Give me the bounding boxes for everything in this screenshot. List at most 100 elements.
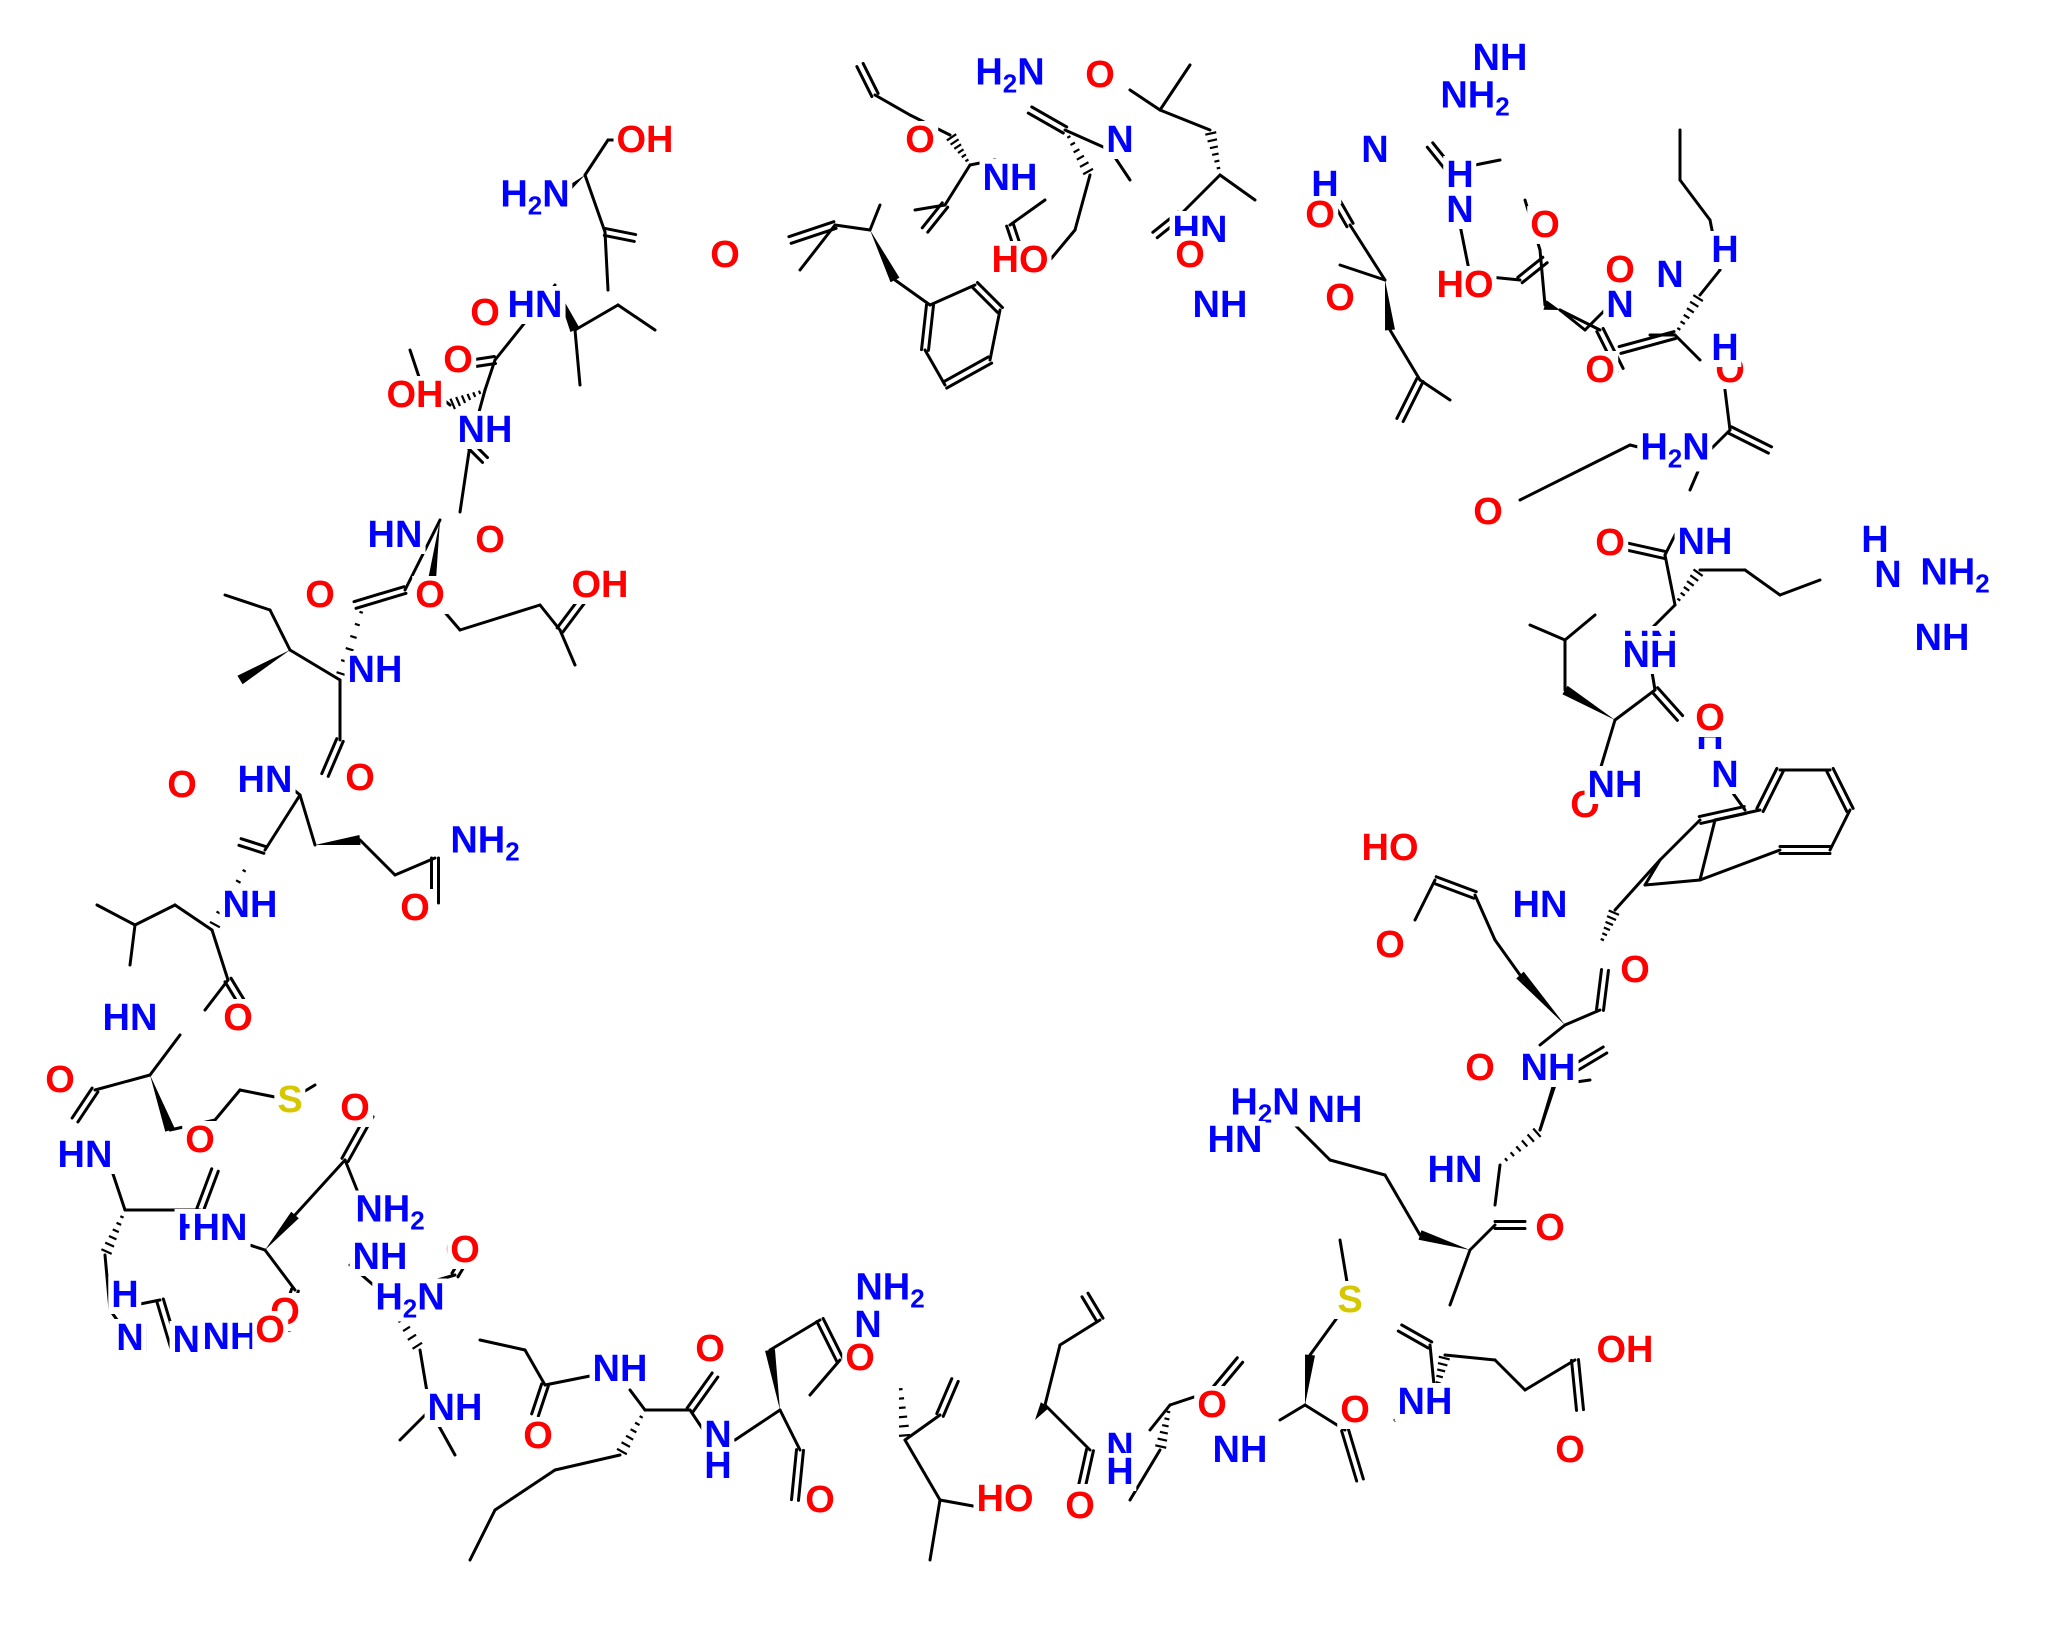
hash-stroke xyxy=(1608,909,1620,916)
double-bond-line xyxy=(796,1448,805,1502)
wedge-bond xyxy=(870,230,900,283)
single-bond xyxy=(133,903,177,927)
double-bond-line xyxy=(1516,255,1545,279)
single-bond xyxy=(1523,1358,1577,1392)
single-bond xyxy=(1538,1078,1557,1132)
atom-label: HO xyxy=(1433,266,1497,304)
atom-label: O xyxy=(412,576,448,614)
subscript-digit: 2 xyxy=(910,1283,925,1314)
hash-stroke xyxy=(1532,1127,1542,1138)
hash-stroke xyxy=(407,1333,417,1341)
hash-stroke xyxy=(1155,1444,1167,1449)
hash-stroke xyxy=(1676,326,1681,331)
single-bond xyxy=(1698,268,1722,297)
hashed-bond xyxy=(616,1415,644,1456)
atom-label: HN xyxy=(99,999,161,1037)
single-bond xyxy=(873,93,912,117)
double-bond-line xyxy=(466,445,485,464)
double-bond-line xyxy=(1601,326,1625,370)
atom-label: O xyxy=(1592,524,1628,562)
atom-label: O xyxy=(902,121,938,159)
double-bond-line xyxy=(1825,770,1849,814)
single-bond xyxy=(616,303,657,332)
single-bond xyxy=(893,278,932,307)
double-bond-line xyxy=(855,65,874,99)
hash-stroke xyxy=(1601,932,1608,937)
hash-stroke xyxy=(1437,1361,1448,1367)
atom-label: O xyxy=(707,236,743,274)
single-bond xyxy=(553,1453,622,1472)
atom-label: NH xyxy=(1189,286,1251,324)
hash-stroke xyxy=(625,1434,634,1441)
hash-stroke xyxy=(620,1441,631,1448)
hash-stroke xyxy=(100,1248,113,1255)
hash-stroke xyxy=(411,1341,423,1350)
atom-label: OH xyxy=(568,566,632,604)
single-bond xyxy=(808,1358,842,1397)
subscript-digit: 2 xyxy=(410,1205,425,1236)
hash-stroke xyxy=(1686,307,1695,314)
single-bond xyxy=(483,358,497,392)
single-bond xyxy=(298,793,317,847)
single-bond xyxy=(263,793,302,852)
double-bond-line xyxy=(1619,336,1678,355)
single-bond xyxy=(1713,808,1762,822)
atom-label: H xyxy=(1858,521,1892,559)
single-bond xyxy=(923,348,947,387)
atom-label: H xyxy=(1443,156,1477,194)
hash-stroke xyxy=(1157,1437,1168,1442)
hash-stroke xyxy=(242,868,247,873)
atom-label: NH xyxy=(1674,523,1736,561)
double-bond-line xyxy=(1650,690,1679,722)
single-bond xyxy=(1063,128,1112,152)
single-bond xyxy=(93,1073,152,1092)
single-bond xyxy=(1663,553,1677,607)
hashed-bond xyxy=(1155,1410,1171,1449)
atom-label: O xyxy=(1172,236,1208,274)
single-bond xyxy=(1673,333,1702,362)
double-bond-line xyxy=(237,843,266,855)
hash-stroke xyxy=(1521,1139,1529,1148)
single-bond xyxy=(1448,1248,1472,1307)
single-bond xyxy=(943,163,972,207)
single-bond xyxy=(1558,308,1602,332)
double-bond-line xyxy=(1576,1358,1585,1412)
atom-label: S xyxy=(1334,1281,1366,1319)
single-bond xyxy=(1613,858,1662,912)
atom-label: O xyxy=(467,294,503,332)
atom-label: O xyxy=(1302,196,1338,234)
atom-label: O xyxy=(1552,1431,1588,1469)
atom-label: O xyxy=(220,999,256,1037)
hash-stroke xyxy=(961,153,967,159)
single-bond xyxy=(1383,1173,1422,1237)
hash-stroke xyxy=(1603,926,1611,932)
single-bond xyxy=(1698,848,1782,882)
double-bond-line xyxy=(201,1169,220,1213)
hash-stroke xyxy=(1066,135,1071,139)
single-bond xyxy=(223,593,272,612)
hashed-bond xyxy=(898,1387,911,1437)
single-bond xyxy=(203,978,230,1012)
double-bond-line xyxy=(1080,1295,1099,1324)
double-bond-line xyxy=(861,61,880,95)
atom-label: NH xyxy=(219,886,281,924)
hash-stroke xyxy=(1216,166,1221,170)
atom-label: N xyxy=(1708,756,1742,794)
subscript-digit: 2 xyxy=(1667,443,1683,474)
single-bond xyxy=(1443,1353,1497,1362)
single-bond xyxy=(468,1508,497,1562)
hash-stroke xyxy=(1683,586,1690,592)
single-bond xyxy=(1643,878,1702,887)
single-bond xyxy=(1648,603,1677,632)
hashed-bond xyxy=(1676,568,1704,602)
subscript-digit: 2 xyxy=(505,836,520,867)
single-bond xyxy=(1613,688,1657,722)
double-bond-line xyxy=(1726,431,1770,455)
double-bond-line xyxy=(530,1382,544,1416)
single-bond xyxy=(493,1468,557,1512)
atom-label: NH xyxy=(1304,1091,1366,1129)
single-bond xyxy=(1158,63,1192,112)
double-bond-line xyxy=(1401,380,1425,424)
double-bond-line xyxy=(1400,1323,1434,1344)
atom-label: HN xyxy=(1509,886,1571,924)
